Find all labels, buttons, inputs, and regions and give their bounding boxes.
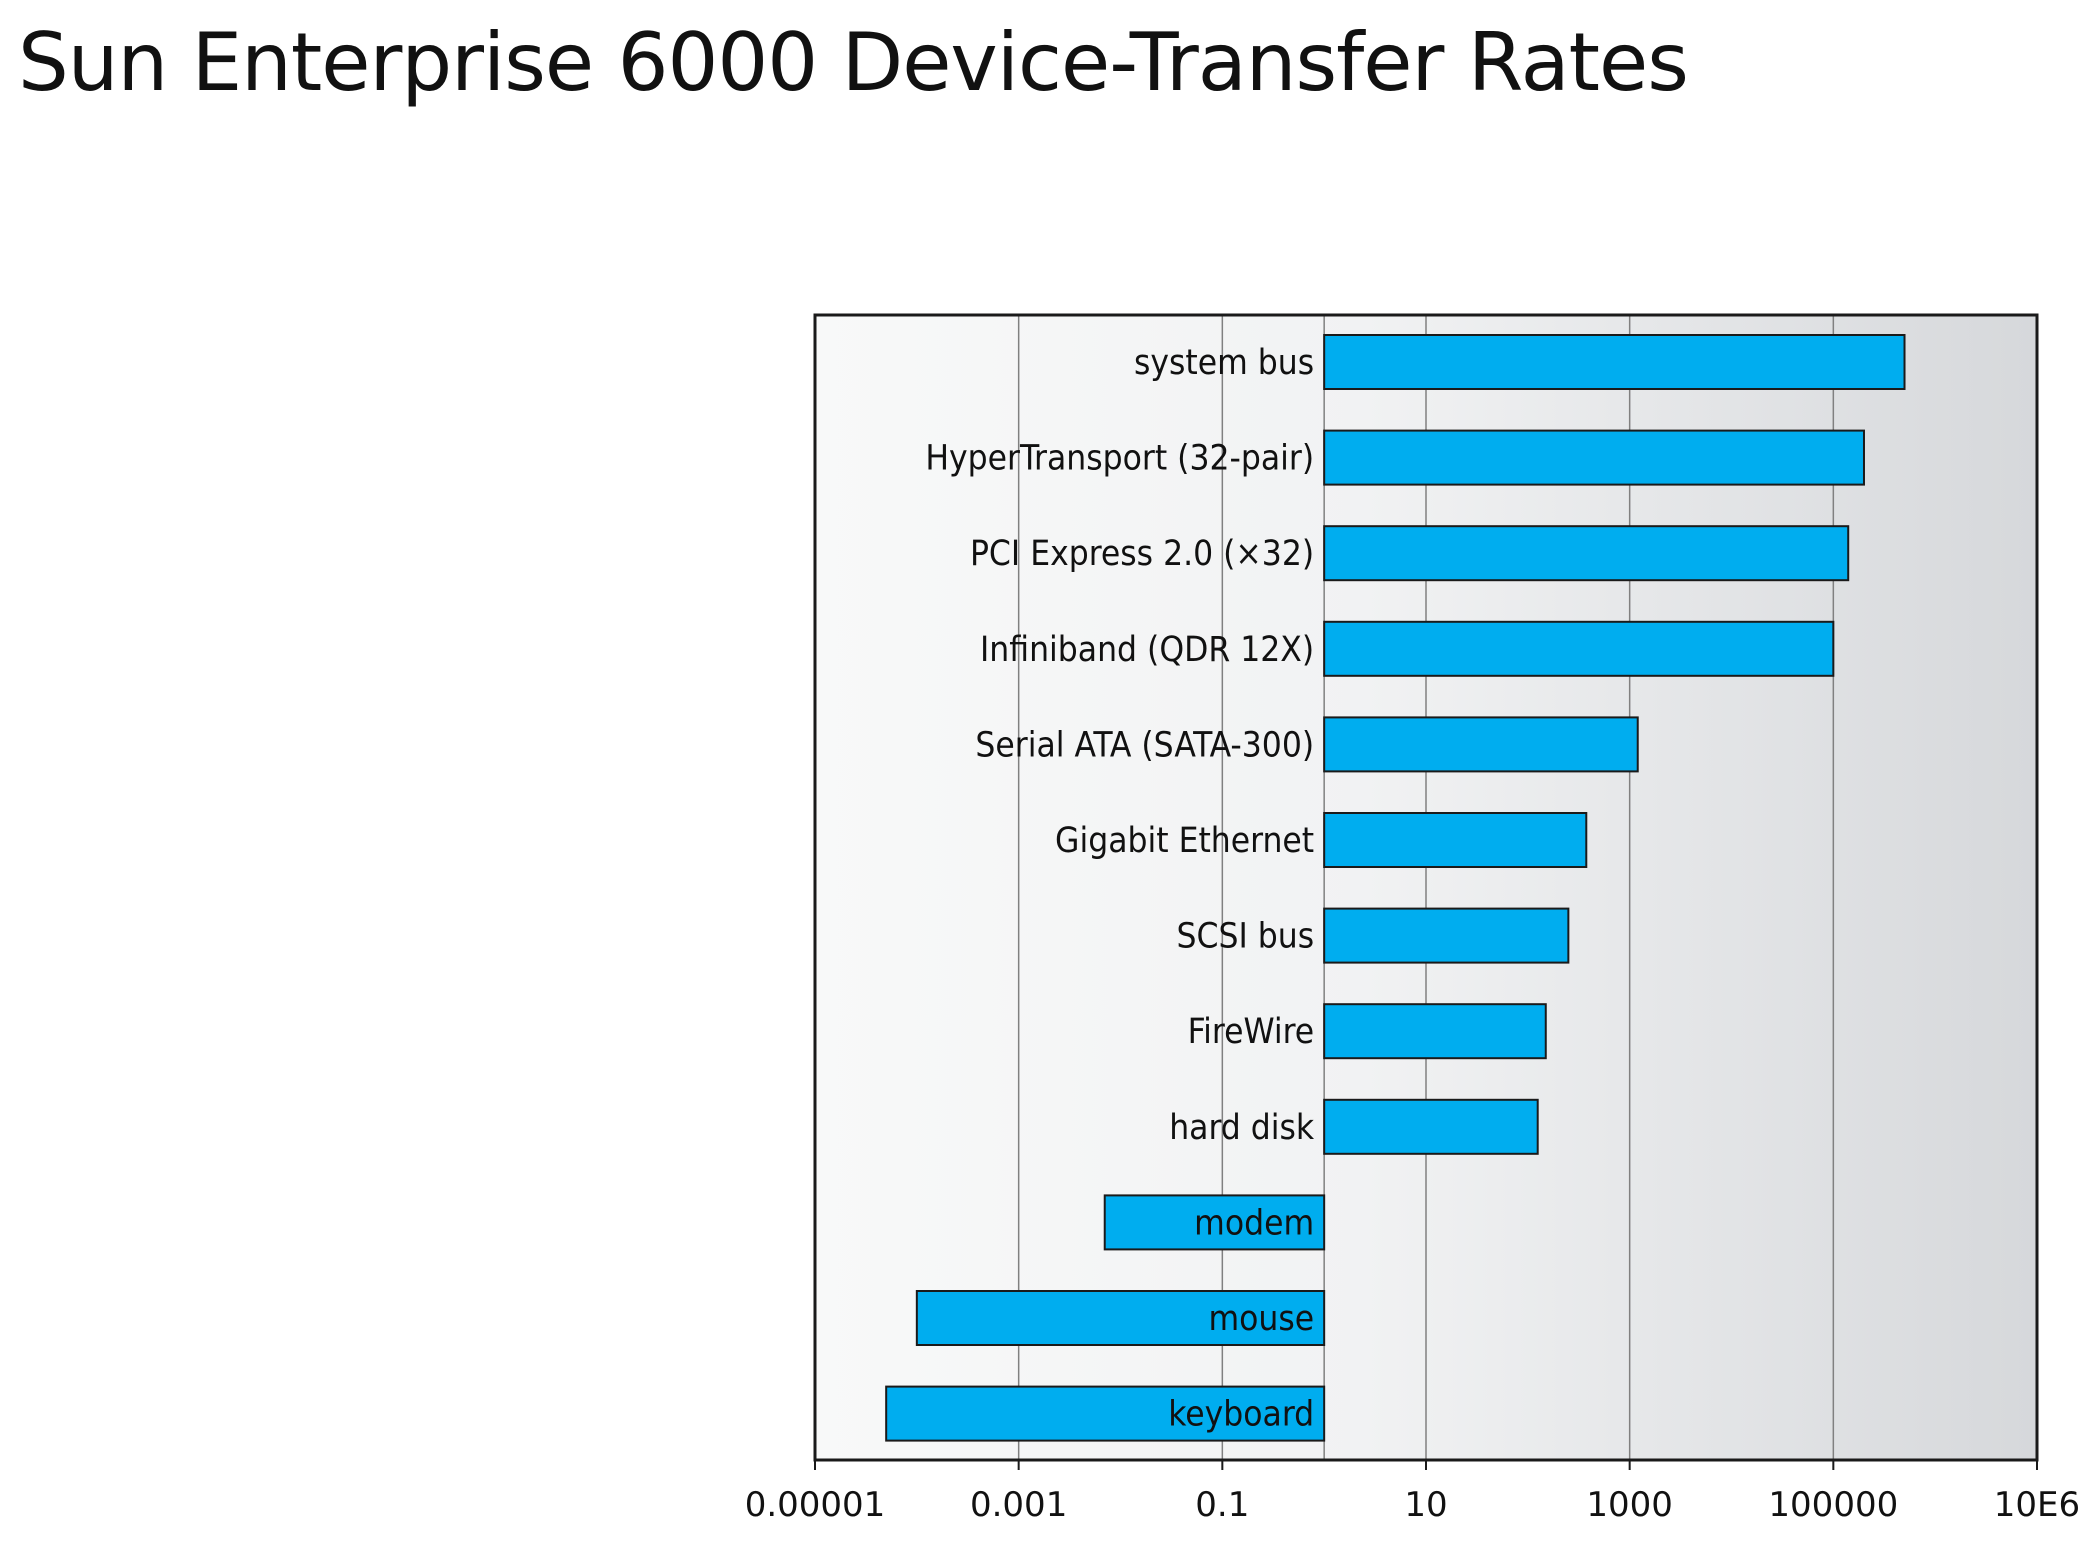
bar [885, 1385, 1326, 1442]
bar-label: Serial ATA (SATA-300) [975, 725, 1314, 765]
bar [1323, 716, 1639, 773]
bar-label: Gigabit Ethernet [1055, 821, 1314, 861]
x-axis: 0.00001 0.001 0.1 10 1000 100000 10E6 [745, 1460, 2080, 1525]
bars [885, 334, 1906, 1442]
x-tick-label: 0.00001 [745, 1485, 886, 1525]
x-tick-label: 10E6 [1994, 1485, 2080, 1525]
x-tick-label: 100000 [1768, 1485, 1898, 1525]
bar-label: mouse [1208, 1299, 1314, 1339]
bar-label: hard disk [1169, 1108, 1315, 1148]
x-tick-label: 1000 [1586, 1485, 1673, 1525]
chart-title: Sun Enterprise 6000 Device-Transfer Rate… [18, 16, 1689, 109]
bar [1323, 334, 1906, 390]
gridlines [1017, 315, 1835, 1460]
bar-label: HyperTransport (32-pair) [925, 439, 1314, 479]
bar-label: FireWire [1188, 1012, 1315, 1052]
bar [915, 1290, 1326, 1346]
x-tick-label: 10 [1404, 1485, 1447, 1525]
bar-label: Infiniband (QDR 12X) [980, 630, 1314, 670]
bar-label: keyboard [1168, 1395, 1314, 1435]
bar [1323, 1003, 1547, 1060]
bar-label: modem [1194, 1203, 1314, 1243]
bar [1103, 1194, 1326, 1251]
bar-label: PCI Express 2.0 (×32) [970, 534, 1314, 574]
bar [1323, 620, 1835, 677]
bar-label: system bus [1134, 343, 1314, 383]
bar [1323, 1098, 1539, 1155]
bar [1323, 812, 1588, 868]
bar [1323, 429, 1865, 486]
bar [1323, 525, 1850, 582]
x-tick-label: 0.1 [1195, 1485, 1249, 1525]
bar [1323, 907, 1570, 964]
bar-label: SCSI bus [1177, 917, 1315, 957]
x-tick-label: 0.001 [970, 1485, 1067, 1525]
